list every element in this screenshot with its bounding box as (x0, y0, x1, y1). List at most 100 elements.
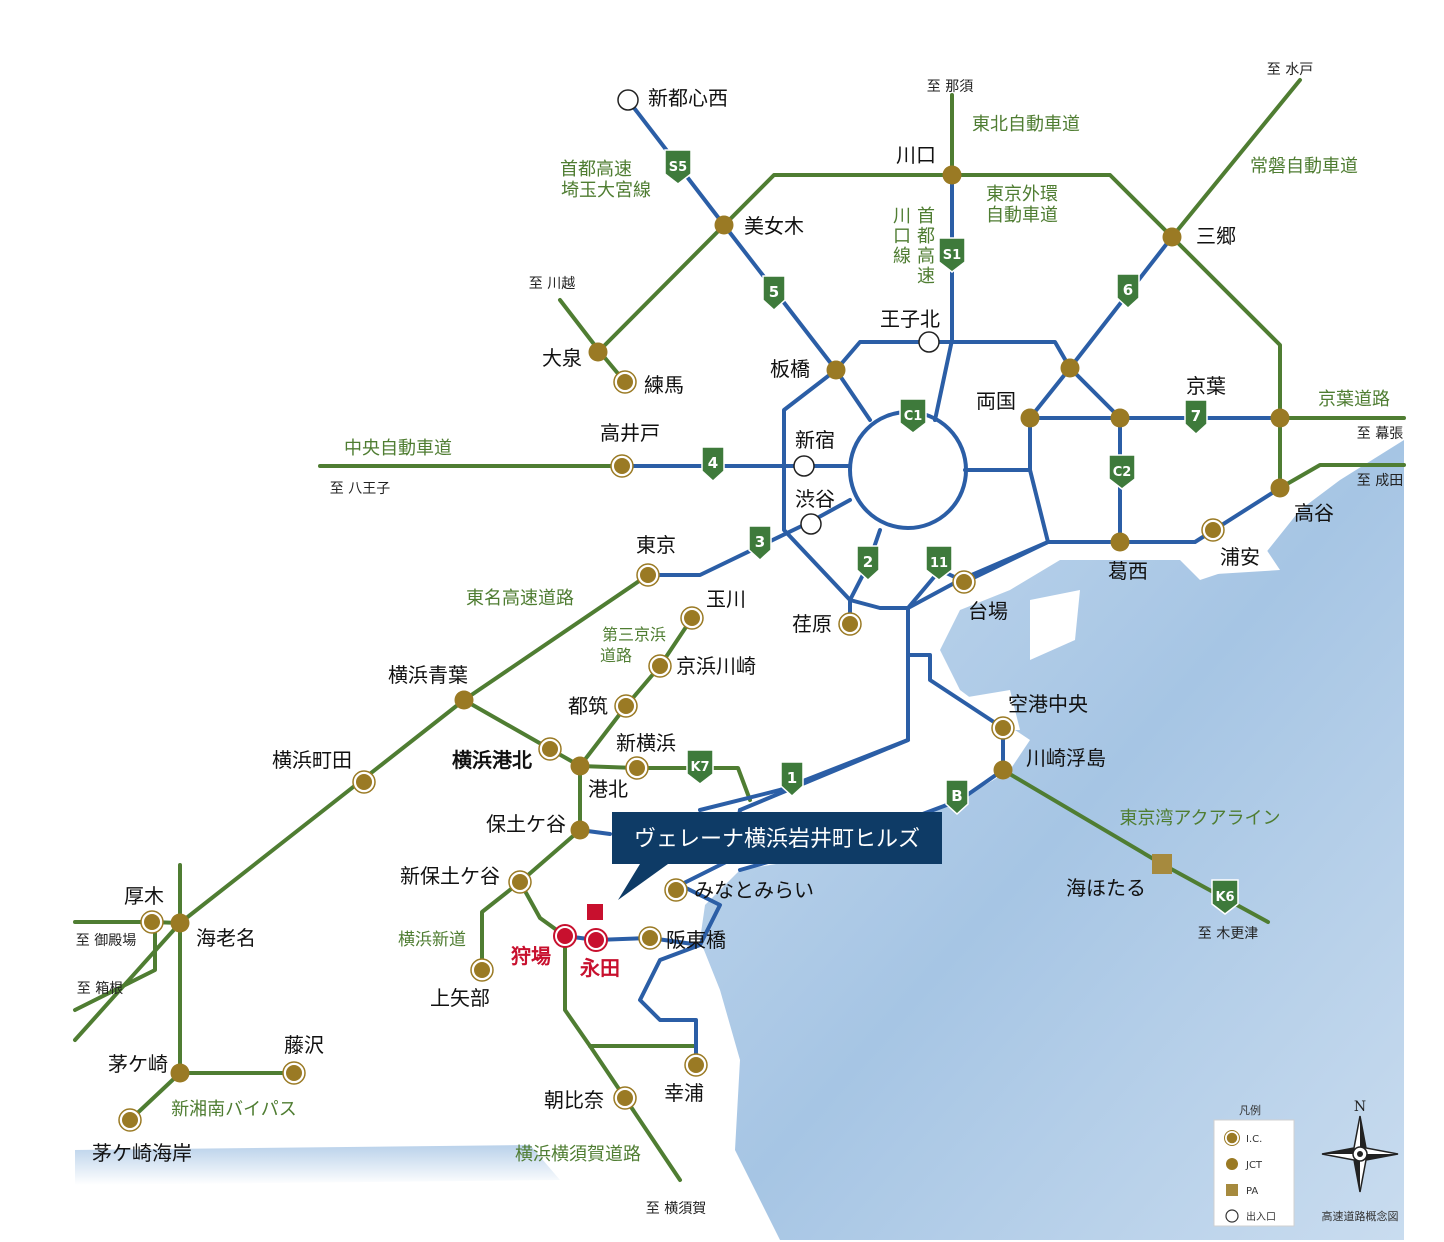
ic-marker-icon (282, 1061, 306, 1085)
label-shinjuku: 新宿 (795, 428, 835, 452)
ic-marker-icon (952, 570, 976, 594)
route-badge-c1: C1 (899, 398, 927, 434)
label-urayasu: 浦安 (1220, 545, 1260, 569)
svg-text:口: 口 (893, 226, 911, 247)
legend: 凡例 I.C. JCT PA 出入口 (1213, 1103, 1295, 1227)
label-kuko-chuo: 空港中央 (1008, 692, 1088, 716)
label-yokosuka: 横浜横須賀道路 (515, 1144, 641, 1165)
label-keiyo: 京葉 (1186, 374, 1226, 398)
tomei-expressway (73, 573, 650, 1042)
svg-text:11: 11 (930, 556, 948, 571)
labels: 新都心西川口美女木三郷大泉練馬王子北板橋両国京葉高井戸新宿渋谷高谷浦安葛西東京玉… (76, 62, 1403, 1217)
daisan-keihin (578, 616, 694, 768)
jct-marker-icon (1110, 532, 1130, 552)
label-ebara: 荏原 (792, 612, 832, 636)
svg-text:K7: K7 (690, 760, 709, 775)
svg-text:4: 4 (708, 454, 718, 472)
route-badge-4: 4 (701, 446, 725, 483)
wangan-west (738, 606, 910, 812)
label-misato: 三郷 (1196, 224, 1236, 248)
label-gaikan-line1: 東京外環 (986, 184, 1058, 205)
legend-label-jct: JCT (1245, 1160, 1263, 1171)
ic-marker-icon (613, 370, 637, 394)
ic-marker-icon (991, 716, 1015, 740)
route-c1-out (834, 368, 872, 422)
route-badge-3: 3 (748, 525, 772, 562)
label-yokohama-aoba: 横浜青葉 (388, 663, 468, 687)
route-badge-b: B (945, 779, 969, 816)
label-takaido: 高井戸 (600, 421, 660, 445)
jct-marker-icon (1060, 358, 1080, 378)
highlight-ic-icon (584, 928, 608, 952)
label-mito: 至 水戸 (1267, 62, 1313, 78)
entrance-marker-icon (800, 513, 822, 535)
jct-marker-icon (454, 690, 474, 710)
ic-marker-icon (664, 878, 688, 902)
jct-marker-icon (714, 215, 734, 235)
jct-marker-icon (170, 1063, 190, 1083)
label-minatomirai: みなとみらい (694, 878, 814, 902)
label-tohoku: 東北自動車道 (972, 114, 1080, 135)
label-nasu: 至 那須 (927, 79, 973, 95)
label-hodogaya: 保土ケ谷 (486, 812, 566, 836)
jct-marker-icon (170, 913, 190, 933)
route-badge-1: 1 (780, 761, 804, 798)
label-tokyo: 東京 (636, 533, 676, 557)
label-oizumi: 大泉 (542, 346, 582, 370)
legend-label-ic: I.C. (1246, 1134, 1262, 1145)
ic-marker-icon (638, 926, 662, 950)
narita-road (1278, 463, 1406, 490)
jct-marker-icon (1162, 227, 1182, 247)
s5-route (626, 98, 838, 372)
kuko-link (906, 653, 1005, 772)
ryogoku-triangle (1028, 416, 1122, 544)
label-daiba: 台場 (968, 599, 1008, 623)
jct-marker-icon (570, 820, 590, 840)
wangan-east (1046, 486, 1282, 544)
jct-marker-icon (1270, 478, 1290, 498)
label-ebina: 海老名 (196, 926, 256, 950)
joban-expressway (1170, 78, 1302, 239)
green-roads (73, 78, 1406, 1182)
svg-text:6: 6 (1123, 281, 1133, 299)
label-shintoshin-nishi: 新都心西 (648, 86, 728, 110)
ic-marker-icon (470, 958, 494, 982)
ic-marker-icon (140, 910, 164, 934)
label-daisan-keihin-line1: 第三京浜 (602, 625, 666, 644)
ic-marker-icon (648, 654, 672, 678)
property-marker (587, 904, 603, 920)
label-bandobashi: 阪東橋 (666, 928, 726, 952)
legend-label-pa: PA (1246, 1186, 1258, 1197)
label-kawaguchi-line: 川口線川口線 (893, 206, 911, 267)
label-chigasaki: 茅ケ崎 (108, 1052, 168, 1076)
jct-marker-icon (1270, 408, 1290, 428)
label-aqualine: 東京湾アクアライン (1119, 808, 1280, 829)
atsugi-gotemba (73, 920, 182, 925)
label-nagata: 永田 (579, 956, 620, 980)
ic-marker-icon (1201, 518, 1225, 542)
legend-label-entrance: 出入口 (1246, 1210, 1276, 1223)
route-badge-5: 5 (762, 275, 786, 312)
svg-text:C2: C2 (1113, 465, 1132, 480)
compass-north: N (1354, 1099, 1366, 1115)
jct-marker-icon (588, 342, 608, 362)
label-tsuzuki: 都筑 (568, 694, 608, 718)
nodes (118, 89, 1290, 1132)
label-bijogi: 美女木 (744, 214, 804, 238)
ic-marker-icon (508, 870, 532, 894)
label-tamagawa: 玉川 (706, 587, 746, 611)
gaikan-expressway (596, 173, 1282, 490)
svg-text:2: 2 (863, 553, 873, 571)
label-nerima: 練馬 (644, 373, 684, 397)
label-kasai: 葛西 (1108, 559, 1148, 583)
entrance-icon (1225, 1209, 1239, 1223)
label-yokosuka: 至 横須賀 (646, 1201, 706, 1217)
route-badge-s1: S1 (938, 237, 966, 273)
entrance-marker-icon (918, 331, 940, 353)
ic-icon (1224, 1130, 1240, 1146)
label-shinshonan: 新湘南バイパス (171, 1099, 297, 1120)
bay-south (638, 943, 702, 1067)
label-yokohama-machida: 横浜町田 (272, 748, 352, 772)
label-makuhari: 至 幕張 (1357, 426, 1403, 442)
